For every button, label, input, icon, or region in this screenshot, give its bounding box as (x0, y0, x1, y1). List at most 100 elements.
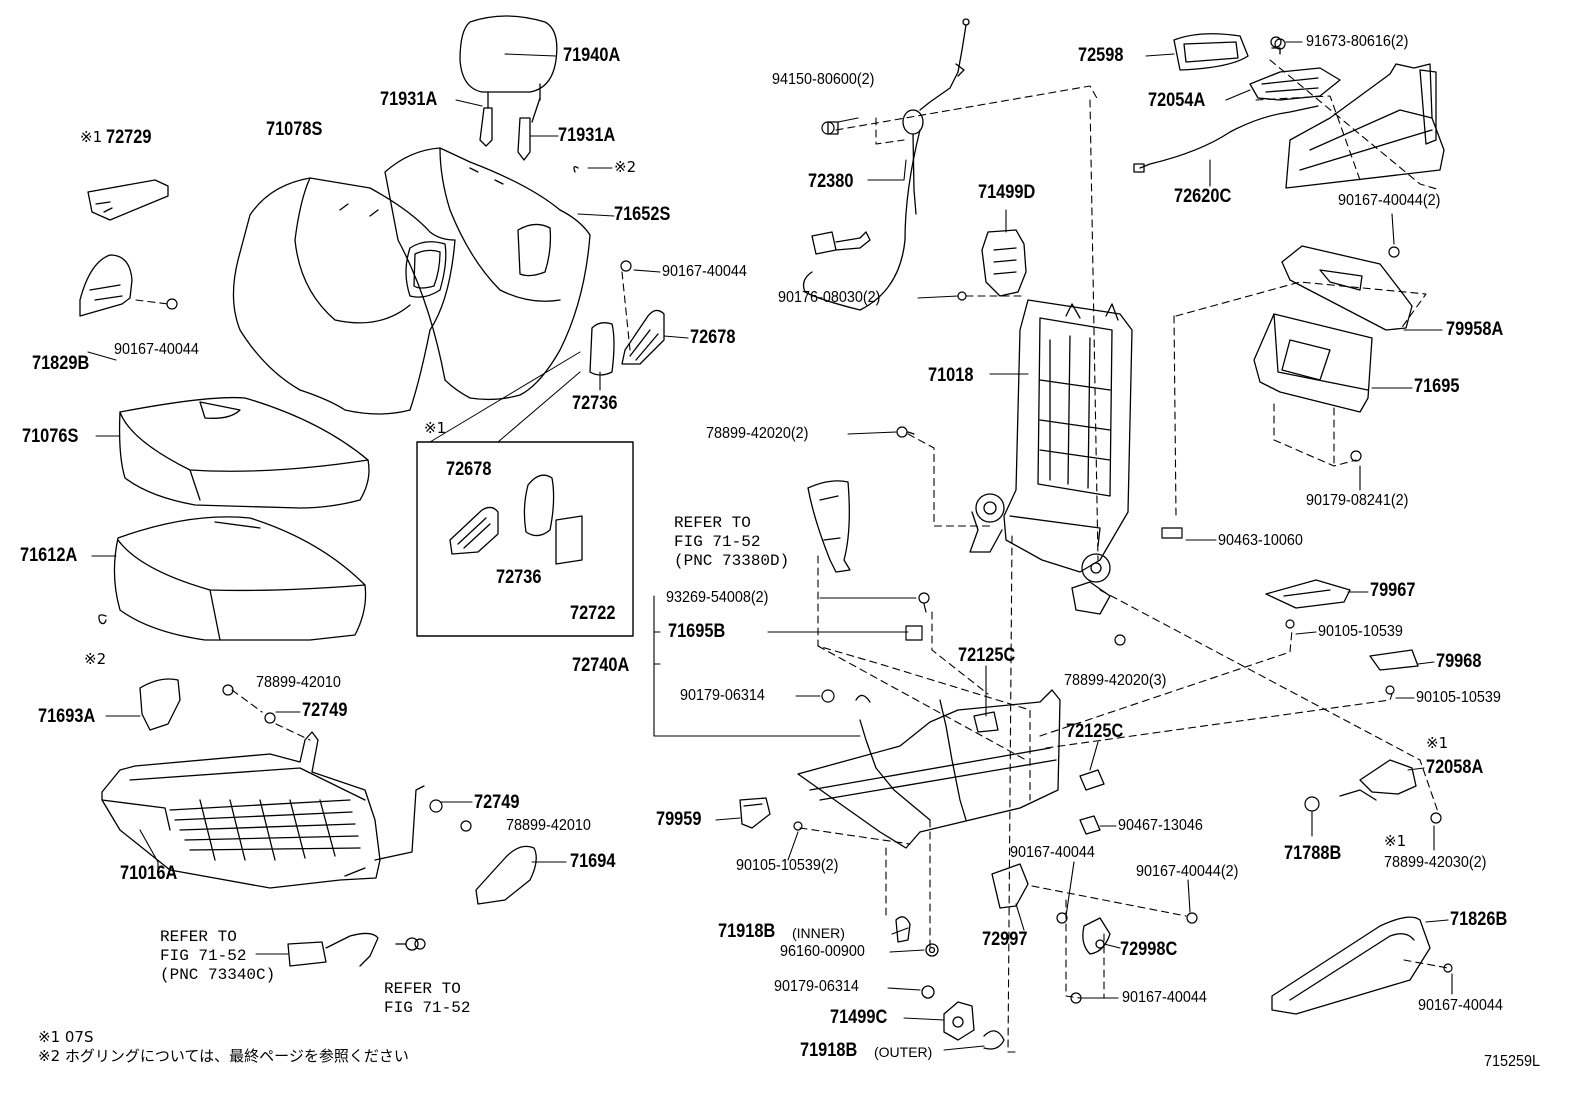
variant-mark: ※1 (1384, 832, 1407, 850)
part-label: 72736 (572, 393, 618, 414)
recliner-cover-drawing (982, 230, 1026, 296)
drawing-id: 715259L (1484, 1053, 1541, 1070)
lower-fittings-drawing (896, 864, 1110, 1049)
part-label: 72380 (808, 171, 854, 192)
variant-mark: ※1 (80, 128, 103, 146)
part-label: 78899-42020(3) (1064, 672, 1167, 689)
part-label: 90105-10539 (1318, 623, 1403, 640)
part-label: 71694 (570, 851, 616, 872)
part-label: 72740A (572, 655, 630, 676)
fasteners (167, 39, 1452, 1003)
release-cable-drawing (804, 19, 969, 310)
reference-note: REFER TO FIG 71-52 (384, 980, 471, 1018)
variant-mark: ※1 (424, 419, 447, 437)
part-label: 79958A (1446, 319, 1504, 340)
part-label: 71695 (1414, 376, 1460, 397)
part-label: 71918B (718, 921, 776, 942)
part-label: 78899-42010 (506, 817, 591, 834)
seatback-cover-drawing (233, 178, 455, 414)
part-label: 79967 (1370, 580, 1416, 601)
footnote-2: ※2 ホグリングについては、最終ページを参照ください (38, 1047, 409, 1065)
part-label: 71076S (22, 426, 79, 447)
reference-note: REFER TO FIG 71-52 (PNC 73340C) (160, 928, 276, 985)
part-label: 91673-80616(2) (1306, 33, 1409, 50)
part-label: 72736 (496, 567, 542, 588)
part-label: 72678 (446, 459, 492, 480)
part-label: 71652S (614, 204, 671, 225)
seatback-pad-drawing (385, 148, 590, 399)
part-label: 90463-10060 (1218, 532, 1303, 549)
seat-side-cover-drawing (1272, 917, 1430, 1014)
variant-mark: ※1 (1426, 734, 1449, 752)
ring-note-mark: ※2 (614, 158, 637, 176)
part-label: 90167-40044 (1122, 989, 1207, 1006)
part-label: 71695B (668, 621, 726, 642)
leader-lines (87, 41, 1453, 1051)
seatback-cover-board-drawing (1254, 314, 1372, 412)
part-label: 71018 (928, 365, 974, 386)
part-label: 71016A (120, 863, 178, 884)
part-label: 71612A (20, 545, 78, 566)
seatback-frame-drawing (970, 300, 1132, 614)
part-label: 72729 (106, 127, 152, 148)
part-label: 90179-08241(2) (1306, 492, 1409, 509)
seat-cushion-pad-drawing (114, 517, 365, 640)
seat-frame-drawing (102, 732, 424, 888)
part-label: 71829B (32, 353, 90, 374)
part-label: 90167-40044(2) (1338, 192, 1441, 209)
part-label: 72998C (1120, 939, 1178, 960)
reference-note: REFER TO FIG 71-52 (PNC 73380D) (674, 514, 790, 571)
part-label: 71940A (563, 45, 621, 66)
part-label: 72125C (958, 645, 1016, 666)
part-label: 71788B (1284, 843, 1342, 864)
headrest-drawing (460, 16, 557, 160)
part-label: 72125C (1066, 721, 1124, 742)
part-label: 78899-42030(2) (1384, 854, 1487, 871)
part-label: 79968 (1436, 651, 1482, 672)
part-label: 90167-40044 (662, 263, 747, 280)
part-label: 72058A (1426, 757, 1484, 778)
seatback-board-drawing (1282, 246, 1412, 330)
part-label: 90179-06314 (680, 687, 765, 704)
part-label: 71931A (380, 89, 438, 110)
part-label: 96160-00900 (780, 943, 865, 960)
seat-belt-buckle-drawing (288, 933, 418, 966)
part-label: 90167-40044 (1010, 844, 1095, 861)
part-label: 71078S (266, 119, 323, 140)
part-label: 72749 (302, 700, 348, 721)
part-label: 90105-10539 (1416, 689, 1501, 706)
part-label: 90167-40044 (1418, 997, 1503, 1014)
part-label: 79959 (656, 809, 702, 830)
part-label: 71499D (978, 182, 1036, 203)
part-label: 90176-08030(2) (778, 289, 881, 306)
ring-note-mark: ※2 (84, 650, 107, 668)
footnote-1: ※1 07S (38, 1028, 94, 1046)
part-label: 90167-40044(2) (1136, 863, 1239, 880)
part-label: 78899-42020(2) (706, 425, 809, 442)
part-label: 72722 (570, 603, 616, 624)
part-label: 71918B (800, 1040, 858, 1061)
part-label: 71693A (38, 706, 96, 727)
part-label: 72997 (982, 929, 1028, 950)
release-lever-drawing (1134, 37, 1340, 172)
part-label: 90167-40044 (114, 341, 199, 358)
part-label: 72054A (1148, 90, 1206, 111)
part-label: 71826B (1450, 909, 1508, 930)
part-label: 72620C (1174, 186, 1232, 207)
side-cover-drawing (476, 846, 536, 904)
side-bracket-drawing (80, 180, 180, 730)
part-label: 93269-54008(2) (666, 589, 769, 606)
part-position-note: (OUTER) (874, 1044, 933, 1060)
part-label: 94150-80600(2) (772, 71, 875, 88)
clip-cover-drawing (1266, 580, 1418, 800)
seat-cushion-cover-drawing (120, 398, 369, 508)
inset-box (416, 441, 634, 637)
part-label: 90105-10539(2) (736, 857, 839, 874)
part-label: 71499C (830, 1007, 888, 1028)
release-handle-drawing (1174, 34, 1248, 70)
seatback-trim-drawing (590, 310, 664, 375)
part-label: 90179-06314 (774, 978, 859, 995)
part-label: 72749 (474, 792, 520, 813)
